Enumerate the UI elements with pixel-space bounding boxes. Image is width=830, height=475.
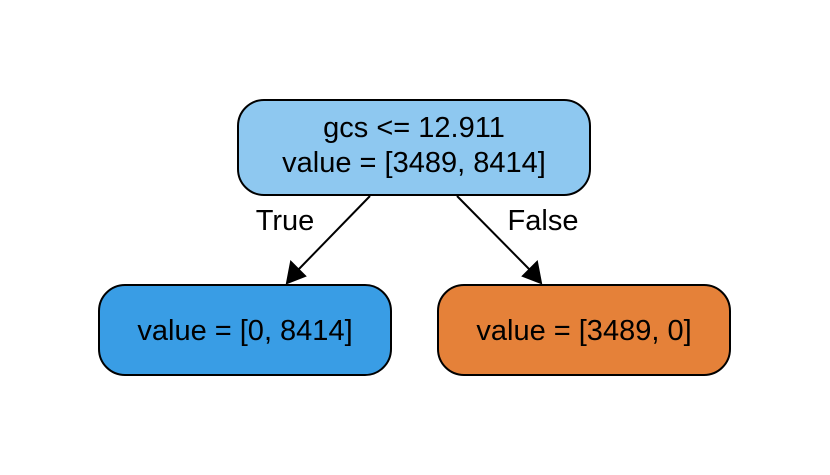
root-node-box xyxy=(237,99,591,196)
root-node: gcs <= 12.911 value = [3489, 8414] xyxy=(237,99,591,196)
edge-label-false: False xyxy=(508,205,579,237)
tree-edges xyxy=(285,195,543,285)
edge-root-to-left xyxy=(297,195,371,271)
edge-right-arrowhead xyxy=(521,259,543,285)
right-leaf-box xyxy=(437,284,731,376)
edge-root-to-right xyxy=(456,195,531,271)
right-leaf-value-label: value = [3489, 0] xyxy=(476,315,691,347)
edge-label-true: True xyxy=(256,205,315,237)
edge-left-arrowhead xyxy=(285,259,307,285)
left-leaf-value-label: value = [0, 8414] xyxy=(137,315,352,347)
root-split-label: gcs <= 12.911 xyxy=(323,112,505,144)
left-leaf-node: value = [0, 8414] xyxy=(98,284,392,376)
right-leaf-node: value = [3489, 0] xyxy=(437,284,731,376)
left-leaf-box xyxy=(98,284,392,376)
root-value-label: value = [3489, 8414] xyxy=(282,147,546,179)
